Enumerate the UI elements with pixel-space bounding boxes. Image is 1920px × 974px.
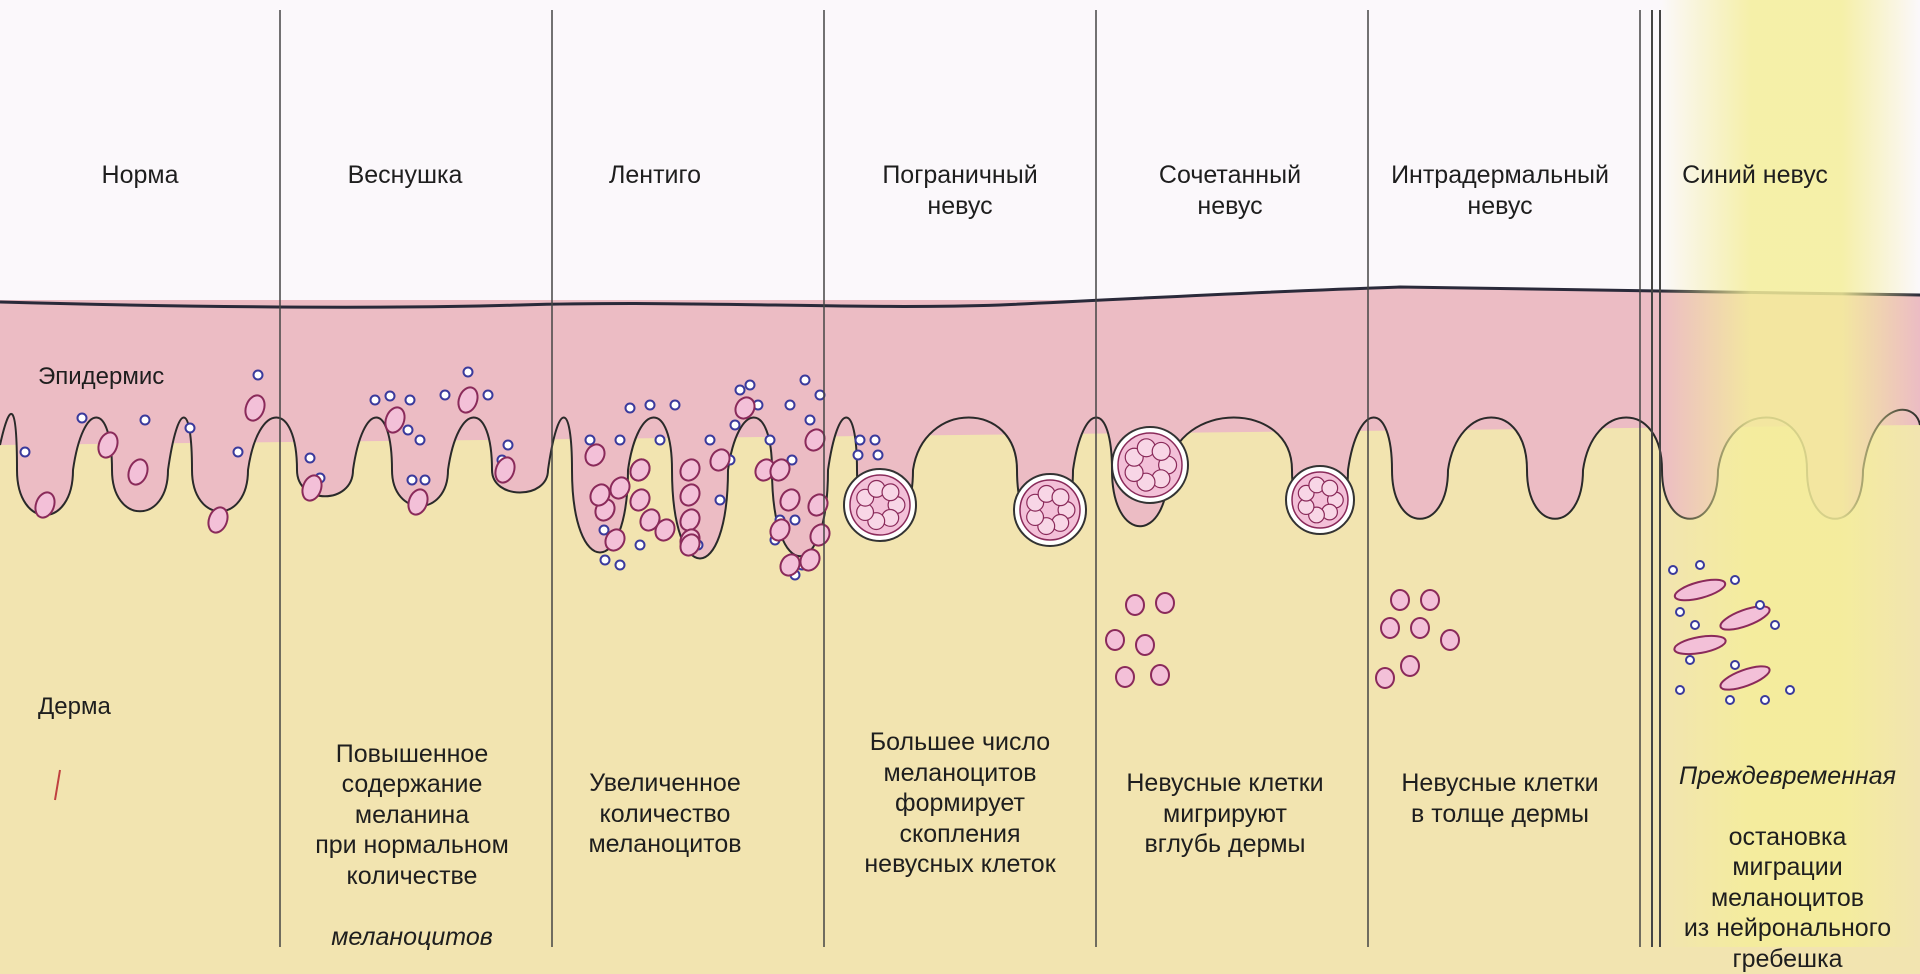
melanocyte xyxy=(1391,590,1409,610)
melanin-granule xyxy=(671,401,680,410)
melanin-granule xyxy=(441,391,450,400)
melanin-granule xyxy=(586,436,595,445)
melanin-granule xyxy=(600,526,609,535)
nevus-cell xyxy=(882,484,899,501)
melanin-granule xyxy=(736,386,745,395)
melanin-granule xyxy=(78,414,87,423)
title-freckle: Веснушка xyxy=(330,160,480,191)
melanocyte xyxy=(1156,593,1174,613)
melanin-granule xyxy=(646,401,655,410)
melanin-granule xyxy=(1756,601,1764,609)
melanin-granule xyxy=(616,561,625,570)
melanin-granule xyxy=(874,451,883,460)
melanin-granule xyxy=(234,448,243,457)
melanin-granule xyxy=(421,476,430,485)
desc-intradermal-nevus: Невусные клетки в толще дермы xyxy=(1380,768,1620,829)
desc-blue-nevus-text: остановка миграции меланоцитов из нейрон… xyxy=(1684,823,1891,973)
desc-lentigo: Увеличенное количество меланоцитов xyxy=(565,768,765,860)
melanin-granule xyxy=(1771,621,1779,629)
desc-junctional-nevus: Большее число меланоцитов формирует скоп… xyxy=(845,727,1075,880)
title-compound-nevus: Сочетанный невус xyxy=(1130,160,1330,221)
melanocyte xyxy=(1116,667,1134,687)
melanocyte xyxy=(1411,618,1429,638)
melanin-granule xyxy=(601,556,610,565)
melanin-granule xyxy=(731,421,740,430)
melanin-granule xyxy=(1731,576,1739,584)
melanin-granule xyxy=(1669,566,1677,574)
melanocyte xyxy=(1421,590,1439,610)
melanin-granule xyxy=(416,436,425,445)
melanin-granule xyxy=(306,454,315,463)
melanin-granule xyxy=(766,436,775,445)
melanin-granule xyxy=(1676,686,1684,694)
melanin-granule xyxy=(386,392,395,401)
melanin-granule xyxy=(254,371,263,380)
nevus-cell xyxy=(1052,489,1069,506)
nevus-cell xyxy=(1152,442,1170,460)
melanin-granule xyxy=(616,436,625,445)
melanin-granule xyxy=(746,381,755,390)
melanin-granule xyxy=(186,424,195,433)
title-junctional-nevus: Пограничный невус xyxy=(860,160,1060,221)
melanin-granule xyxy=(816,391,825,400)
melanin-granule xyxy=(464,368,473,377)
melanin-granule xyxy=(21,448,30,457)
desc-freckle-text: Повышенное содержание меланина при норма… xyxy=(315,740,509,890)
melanin-granule xyxy=(1686,656,1694,664)
dermis-label: Дерма xyxy=(38,692,111,721)
title-blue-nevus: Синий невус xyxy=(1650,160,1860,191)
melanin-granule xyxy=(504,441,513,450)
nevus-cell xyxy=(1322,480,1338,496)
melanin-granule xyxy=(408,476,417,485)
melanin-granule xyxy=(656,436,665,445)
title-intradermal-nevus: Интрадермальный невус xyxy=(1375,160,1625,221)
melanin-granule xyxy=(484,391,493,400)
sky-background xyxy=(0,0,1920,300)
melanin-granule xyxy=(854,451,863,460)
melanin-granule xyxy=(1786,686,1794,694)
melanin-granule xyxy=(856,436,865,445)
melanin-granule xyxy=(871,436,880,445)
melanin-granule xyxy=(801,376,810,385)
desc-blue-nevus: Преждевременная остановка миграции мелан… xyxy=(1655,730,1920,974)
desc-blue-nevus-italic: Преждевременная xyxy=(1679,762,1896,790)
melanocyte xyxy=(1136,635,1154,655)
melanin-granule xyxy=(791,516,800,525)
melanocyte xyxy=(1401,656,1419,676)
melanin-granule xyxy=(1691,621,1699,629)
melanin-granule xyxy=(716,496,725,505)
melanocyte xyxy=(1441,630,1459,650)
melanin-granule xyxy=(371,396,380,405)
melanin-granule xyxy=(786,401,795,410)
desc-freckle-italic: меланоцитов xyxy=(331,923,493,951)
title-lentigo: Лентиго xyxy=(600,160,710,191)
melanocyte xyxy=(1106,630,1124,650)
melanin-granule xyxy=(406,396,415,405)
melanocyte xyxy=(1376,668,1394,688)
pen-mark xyxy=(55,770,60,800)
melanin-granule xyxy=(1676,608,1684,616)
melanin-granule xyxy=(141,416,150,425)
melanocyte xyxy=(1126,595,1144,615)
melanin-granule xyxy=(636,541,645,550)
desc-compound-nevus: Невусные клетки мигрируют вглубь дермы xyxy=(1105,768,1345,860)
melanin-granule xyxy=(706,436,715,445)
melanin-granule xyxy=(1696,561,1704,569)
epidermis-label: Эпидермис xyxy=(38,362,164,391)
melanin-granule xyxy=(1731,661,1739,669)
melanocyte xyxy=(1381,618,1399,638)
melanocyte xyxy=(627,456,654,484)
melanin-granule xyxy=(1761,696,1769,704)
melanin-granule xyxy=(806,416,815,425)
melanin-granule xyxy=(626,404,635,413)
melanin-granule xyxy=(404,426,413,435)
melanocyte xyxy=(1151,665,1169,685)
melanin-granule xyxy=(1726,696,1734,704)
title-normal: Норма xyxy=(80,160,200,191)
desc-freckle: Повышенное содержание меланина при норма… xyxy=(292,708,532,952)
